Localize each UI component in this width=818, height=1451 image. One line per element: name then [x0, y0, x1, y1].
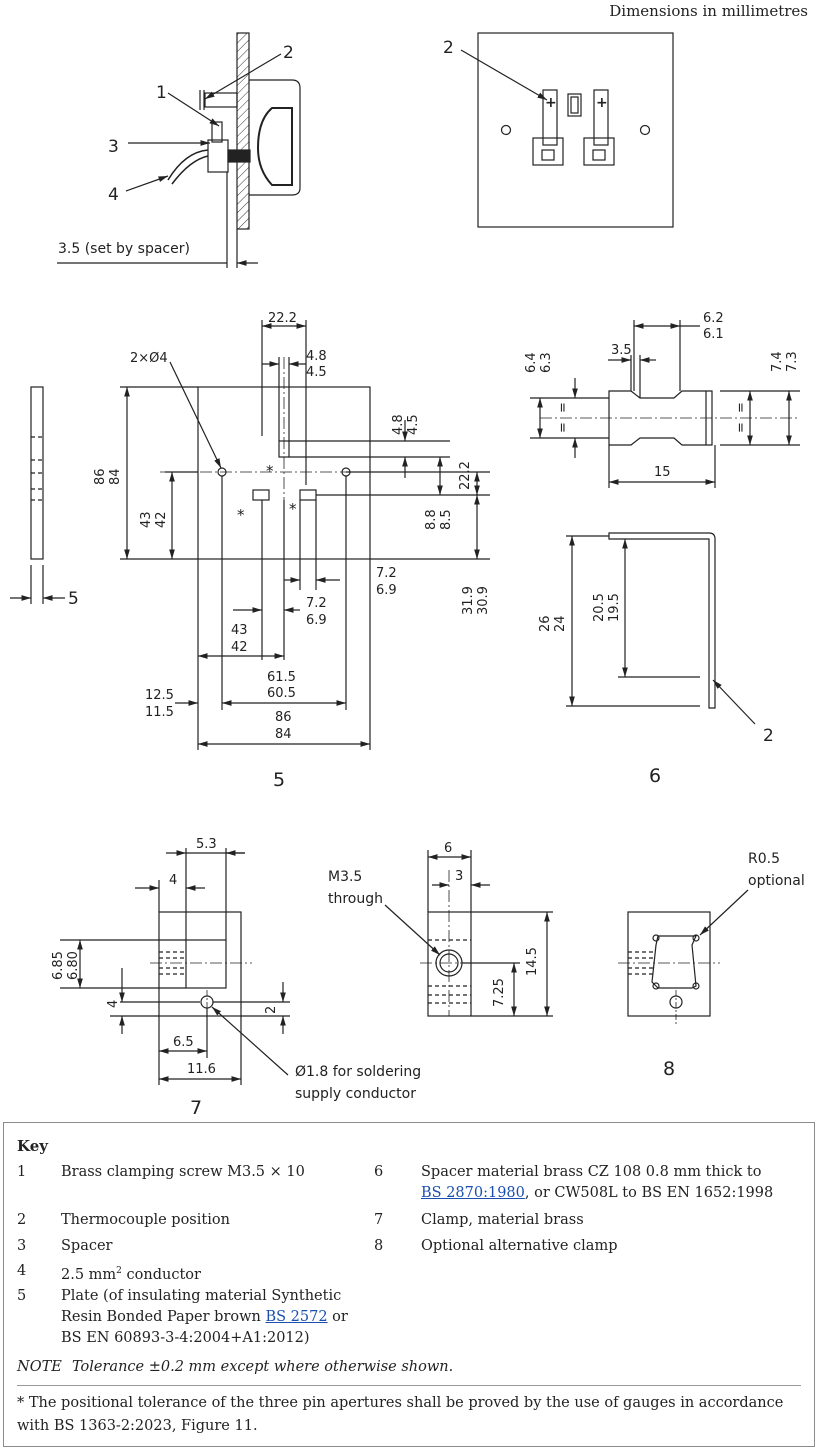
dim-label: 6.85 [51, 951, 66, 980]
callout-1: 1 [156, 83, 167, 103]
equal-mark: = [734, 422, 749, 433]
standard-link[interactable]: BS 2870:1980 [421, 1185, 525, 1201]
dim-label: 19.5 [607, 593, 622, 622]
dim-label: 6.2 [703, 311, 724, 326]
dim-label: 7.3 [785, 351, 800, 372]
dim-label: 61.5 [267, 670, 296, 685]
equal-mark: = [556, 402, 571, 413]
asterisk-mark: * [289, 500, 297, 518]
thread-note: through [328, 891, 383, 907]
side-view-leaders [125, 53, 282, 192]
dim-label: 84 [108, 468, 123, 485]
dim-label: 20.5 [592, 593, 607, 622]
dim-label: 6.9 [376, 583, 397, 598]
dim-label: 7.4 [770, 351, 785, 372]
plate-view-label: 5 [273, 769, 285, 791]
key-title: Key [17, 1137, 48, 1155]
dim-label: 3 [455, 869, 463, 884]
asterisk-mark: * [237, 506, 245, 524]
clamp-7-view [60, 848, 290, 1085]
dim-label: 12.5 [145, 688, 174, 703]
dim-label: 4 [169, 873, 177, 888]
dim-label: 6.3 [539, 352, 554, 373]
radius-note: R0.5 [748, 851, 780, 867]
dim-label: 84 [275, 727, 292, 742]
units-note: Dimensions in millimetres [609, 2, 808, 20]
footnote: * The positional tolerance of the three … [17, 1395, 784, 1434]
spacer-callout-2: 2 [763, 726, 774, 746]
dim-label: 22.2 [268, 311, 297, 326]
standard-link[interactable]: BS 2572 [265, 1309, 328, 1325]
dim-label: 15 [654, 465, 671, 480]
thread-note: M3.5 [328, 869, 362, 885]
pin-mark-plus: + [596, 95, 608, 111]
radius-note: optional [748, 873, 805, 889]
clamp-8-view [618, 889, 749, 1024]
dim-label: 4.8 [306, 349, 327, 364]
asterisk-mark: * [266, 462, 274, 480]
dim-label: 6 [444, 841, 452, 856]
dim-label: 5.3 [196, 837, 217, 852]
callout-4: 4 [108, 185, 119, 205]
callout-2: 2 [283, 43, 294, 63]
equal-mark: = [556, 422, 571, 433]
dim-label: 42 [231, 640, 248, 655]
dim-label: 42 [154, 511, 169, 528]
dim-label: 43 [139, 511, 154, 528]
dim-label: 8.8 [424, 509, 439, 530]
hole-note: supply conductor [295, 1086, 416, 1102]
dim-label: 4 [106, 1000, 121, 1008]
dim-label: 7.2 [376, 566, 397, 581]
front-callout-2: 2 [443, 38, 454, 58]
dim-label: 24 [553, 615, 568, 632]
dim-label: 43 [231, 623, 248, 638]
divider [17, 1385, 801, 1386]
dim-label: 86 [275, 710, 292, 725]
dim-label: 14.5 [525, 947, 540, 976]
clamp-8-label: 8 [663, 1058, 675, 1080]
dim-label: 4.5 [406, 414, 421, 435]
dim-label: 4.5 [306, 365, 327, 380]
hole-note: Ø1.8 for soldering [295, 1064, 421, 1080]
dim-label: 86 [93, 468, 108, 485]
plate-edge-view [10, 386, 65, 604]
dim-label: 26 [538, 615, 553, 632]
dim-label: 60.5 [267, 686, 296, 701]
clamp-side-view [384, 850, 553, 1017]
dim-label: 7.2 [306, 596, 327, 611]
plate-front-view [120, 320, 490, 750]
dim-label: 8.5 [439, 509, 454, 530]
spacer-view-label: 6 [649, 765, 661, 787]
technical-drawing: 1 2 3 4 3.5 (set by spacer) 2 + + 22.2 4… [10, 32, 805, 1119]
callout-3: 3 [108, 137, 119, 157]
dim-label: 6.4 [524, 352, 539, 373]
spacer-side-view [566, 532, 756, 725]
dim-label: 11.6 [187, 1062, 216, 1077]
dim-label: 6.9 [306, 613, 327, 628]
equal-mark: = [734, 402, 749, 413]
dim-label: 22.2 [458, 461, 473, 490]
front-view-socket [460, 32, 674, 228]
dim-label: 6.1 [703, 327, 724, 342]
dim-label: 2 [264, 1006, 279, 1014]
dim-label: 3.5 [611, 343, 632, 358]
dim-label: 7.25 [492, 978, 507, 1007]
holes-callout: 2×Ø4 [130, 351, 168, 366]
spacer-top-view [530, 320, 800, 488]
dim-label: 6.5 [173, 1035, 194, 1050]
pin-mark-plus: + [545, 95, 557, 111]
side-view-assembly [57, 32, 301, 268]
dim-label: 31.9 [461, 586, 476, 615]
clamp-7-label: 7 [190, 1097, 202, 1119]
spacer-setting-label: 3.5 (set by spacer) [58, 241, 190, 257]
dim-label: 30.9 [476, 586, 491, 615]
plate-thickness-label: 5 [68, 589, 79, 609]
dim-label: 11.5 [145, 705, 174, 720]
dim-label: 4.8 [391, 414, 406, 435]
dim-label: 6.80 [66, 951, 81, 980]
